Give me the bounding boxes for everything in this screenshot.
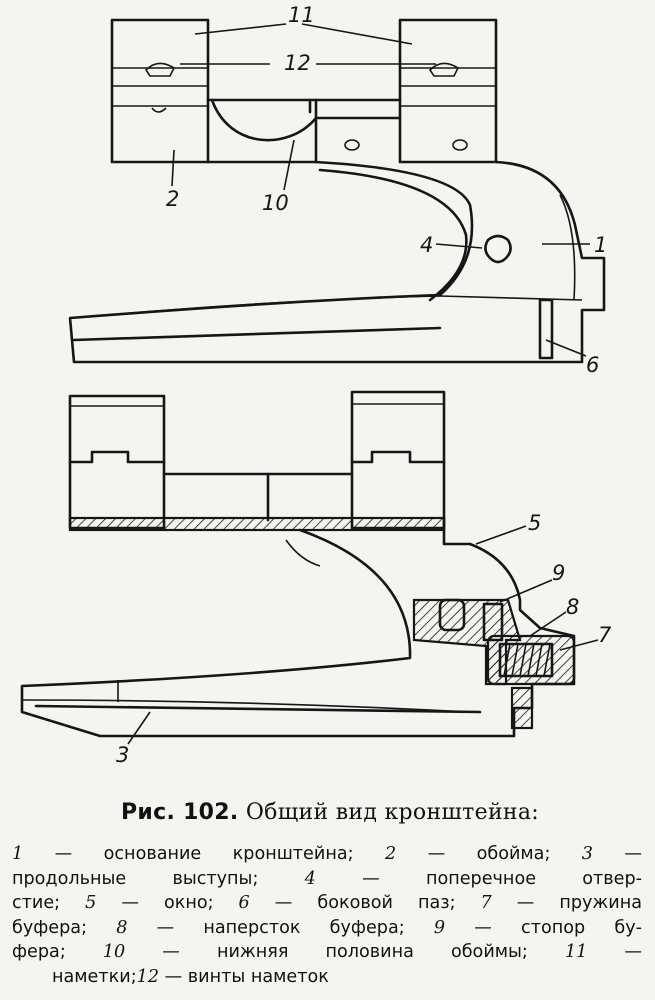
legend-number: 9: [433, 917, 446, 938]
legend-line: продольные выступы; 4 — поперечное отвер…: [12, 867, 642, 892]
callout-2: 2: [166, 187, 179, 211]
ring-recess: [210, 98, 318, 142]
right-ring-block: [398, 18, 498, 164]
legend-text: — обойма;: [396, 844, 582, 864]
legend-text: — винты наметок: [159, 966, 329, 987]
callout-8: 8: [566, 595, 579, 619]
legend-text: наметки;: [52, 966, 137, 987]
top-view: [68, 18, 606, 364]
legend-text: — нижняя половина обоймы;: [125, 942, 565, 962]
legend-number: 4: [304, 868, 316, 889]
legend-text: фера;: [12, 942, 103, 962]
legend-text: — наперсток буфера;: [127, 917, 434, 938]
callout-6: 6: [586, 353, 599, 377]
legend-line: наметки;12 — винты наметок: [12, 965, 642, 990]
legend-text: продольные выступы;: [12, 868, 305, 889]
legend-text: —: [587, 942, 642, 962]
cross-hole: [484, 234, 512, 264]
legend-number: 8: [116, 917, 128, 938]
callout-3: 3: [116, 743, 129, 767]
callout-7: 7: [598, 623, 612, 647]
legend-text: — боковой паз;: [249, 893, 481, 913]
legend-text: буфера;: [12, 917, 117, 938]
left-ring-block: [110, 18, 210, 164]
legend-number: 12: [136, 966, 160, 987]
side-slot: [538, 298, 554, 360]
bracket-section-outline: [20, 516, 576, 738]
callout-5: 5: [528, 511, 541, 535]
legend-number: 6: [238, 893, 250, 913]
callout-11: 11: [288, 3, 315, 27]
callout-9: 9: [552, 561, 565, 585]
legend-text: — основание кронштейна;: [23, 844, 385, 864]
legend-line: стие; 5 — окно; 6 — боковой паз; 7 — пру…: [12, 891, 642, 916]
legend-text: — окно;: [96, 893, 239, 913]
legend-number: 3: [581, 844, 593, 864]
callout-12: 12: [284, 51, 311, 75]
legend-text: — пружина: [491, 893, 642, 913]
buffer-plug: [438, 598, 466, 632]
legend-text: — стопор бу-: [445, 917, 642, 938]
figure-legend: 1 — основание кронштейна; 2 — обойма; 3 …: [12, 842, 642, 989]
legend-text: — поперечное отвер-: [315, 868, 643, 889]
bracket-drawing: 11 12 2 10 4 1 6 5 9 8 7 3: [20, 3, 612, 767]
caption-text: Общий вид кронштейна:: [245, 800, 540, 825]
screw-left: [144, 62, 176, 77]
legend-number: 2: [384, 844, 397, 864]
right-ring-block-section: [350, 390, 446, 530]
callout-10: 10: [262, 191, 289, 215]
caption-prefix: Рис. 102.: [120, 800, 239, 825]
callout-1: 1: [594, 233, 607, 257]
legend-number: 1: [12, 844, 24, 864]
legend-number: 5: [85, 893, 97, 913]
bottom-view: [20, 390, 599, 745]
legend-number: 10: [102, 942, 126, 962]
callout-4: 4: [420, 233, 433, 257]
legend-line: фера; 10 — нижняя половина обоймы; 11 —: [12, 940, 642, 965]
callout-labels: 11 12 2 10 4 1 6 5 9 8 7 3: [116, 3, 612, 767]
legend-line: 1 — основание кронштейна; 2 — обойма; 3 …: [12, 842, 642, 867]
hatched-base: [68, 516, 446, 532]
legend-number: 11: [564, 942, 588, 962]
legend-number: 7: [480, 893, 492, 913]
legend-text: —: [593, 844, 643, 864]
figure-caption: Рис. 102. Общий вид кронштейна:: [40, 800, 620, 825]
screw-right: [428, 62, 460, 77]
legend-line: буфера; 8 — наперсток буфера; 9 — стопор…: [12, 916, 642, 941]
legend-text: стие;: [12, 893, 86, 913]
